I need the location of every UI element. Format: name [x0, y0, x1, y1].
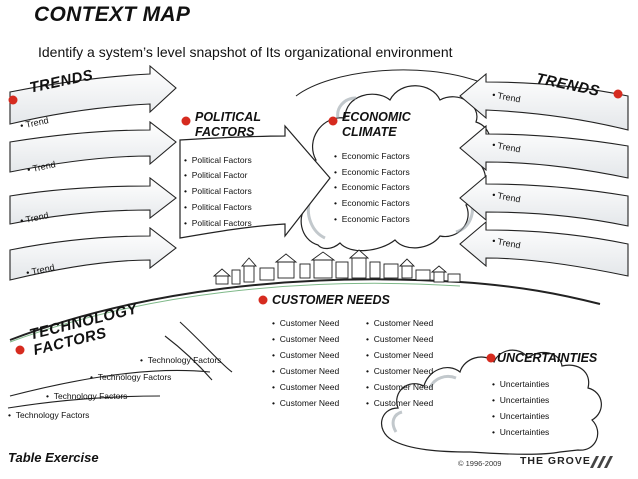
technology-item-1: • Technology Factors — [140, 355, 222, 365]
technology-arcs — [7, 321, 233, 409]
customer-need-c2-2: • Customer Need — [366, 334, 434, 344]
customer-need-c1-3: • Customer Need — [272, 350, 340, 360]
customer-need-c1-2: • Customer Need — [272, 334, 340, 344]
economic-item-2: • Economic Factors — [334, 167, 410, 177]
uncertainty-item-2: • Uncertainties — [492, 395, 550, 405]
horizon-line — [9, 278, 601, 341]
copyright-text: © 1996-2009 — [458, 459, 502, 468]
uncertainty-item-4: • Uncertainties — [492, 427, 550, 437]
customer-need-c1-5: • Customer Need — [272, 382, 340, 392]
economic-item-3: • Economic Factors — [334, 182, 410, 192]
political-heading: POLITICAL FACTORS — [195, 110, 261, 139]
uncertainty-item-1: • Uncertainties — [492, 379, 550, 389]
economic-heading: ECONOMIC CLIMATE — [342, 110, 411, 139]
customer-need-c1-1: • Customer Need — [272, 318, 340, 328]
political-item-4: • Political Factors — [184, 202, 252, 212]
table-exercise-label: Table Exercise — [8, 450, 99, 465]
grove-logo-mark — [590, 456, 613, 468]
economic-item-5: • Economic Factors — [334, 214, 410, 224]
political-item-3: • Political Factors — [184, 186, 252, 196]
technology-item-3: • Technology Factors — [46, 391, 128, 401]
technology-item-2: • Technology Factors — [90, 372, 172, 382]
economic-cloud-shape — [298, 85, 492, 252]
customer-need-c2-5: • Customer Need — [366, 382, 434, 392]
economic-item-1: • Economic Factors — [334, 151, 410, 161]
customer-need-c2-3: • Customer Need — [366, 350, 434, 360]
page-title: CONTEXT MAP — [34, 3, 191, 26]
right-trend-arrows — [459, 72, 629, 277]
uncertainty-item-3: • Uncertainties — [492, 411, 550, 421]
uncertainties-heading: UNCERTAINTIES — [497, 351, 598, 365]
customer-need-c1-4: • Customer Need — [272, 366, 340, 376]
customer-need-c2-6: • Customer Need — [366, 398, 434, 408]
political-item-1: • Political Factors — [184, 155, 252, 165]
economic-item-4: • Economic Factors — [334, 198, 410, 208]
left-trend-arrows — [9, 64, 177, 281]
town-skyline — [212, 249, 461, 285]
uncertainties-cloud-shape — [381, 349, 602, 455]
political-item-2: • Political Factor — [184, 170, 248, 180]
red-dot-markers — [8, 89, 623, 363]
customer-need-c1-6: • Customer Need — [272, 398, 340, 408]
customer-need-c2-1: • Customer Need — [366, 318, 434, 328]
brand-logo-text: THE GROVE — [520, 455, 591, 467]
page-subtitle: Identify a system’s level snapshot of It… — [38, 44, 453, 60]
technology-item-4: • Technology Factors — [8, 410, 90, 420]
political-item-5: • Political Factors — [184, 218, 252, 228]
customer-needs-heading: CUSTOMER NEEDS — [272, 293, 390, 307]
political-arrow-shape — [179, 124, 331, 239]
customer-need-c2-4: • Customer Need — [366, 366, 434, 376]
